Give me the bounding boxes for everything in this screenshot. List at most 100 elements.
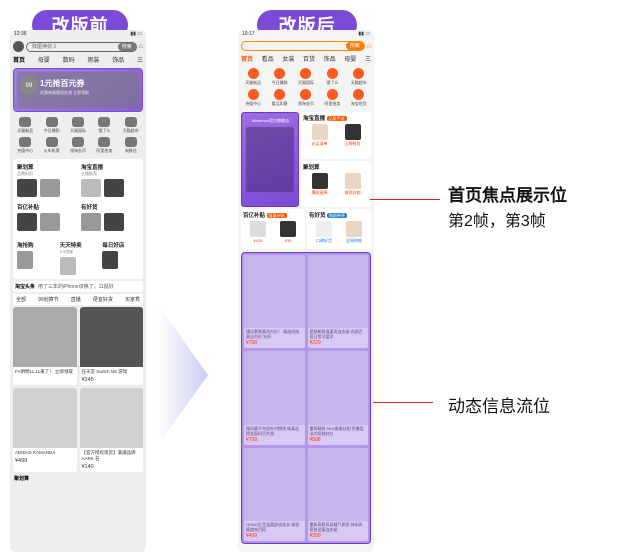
channel-item[interactable]: 天猫国际	[65, 117, 91, 134]
feed-price: ¥798	[246, 340, 258, 347]
search-input[interactable]: 搜索	[241, 41, 365, 51]
feed-tab[interactable]: 便宜好货	[92, 297, 113, 303]
item-label: 爆款直降	[311, 189, 328, 195]
tab-general[interactable]: 百货	[302, 57, 315, 63]
side-card[interactable]: 淘宝直播 品质严选 必买清单 正牌鞋包	[301, 112, 371, 159]
tab-muying[interactable]: 母婴	[344, 57, 357, 63]
side-item[interactable]: ¥39	[280, 221, 296, 243]
focus-banner[interactable]: lululemon官方旗舰店	[241, 112, 299, 207]
feed-card[interactable]: 重新高质风尚精气质家 休闲风套装显瘦连衣裙¥399	[307, 447, 368, 541]
side-card[interactable]: 百亿补贴 限量补贴 ¥439 ¥39	[241, 209, 305, 249]
promo-card[interactable]: 有好货	[79, 201, 141, 237]
channel-item[interactable]: 充值中心	[240, 89, 266, 107]
feed-card[interactable]: 【官方授权现货】满满品牌AARK 石 ¥140	[79, 388, 143, 472]
feed-card[interactable]: ADIDAS KAMANDA ¥499	[13, 388, 77, 472]
channel-icon	[124, 137, 137, 147]
tab-accessories[interactable]: 饰品	[112, 58, 125, 64]
promo-card[interactable]: 淘宝直播 主播推荐	[79, 161, 141, 199]
product-thumb	[17, 213, 37, 231]
search-input[interactable]: 阵厘神剑 2 搜索	[26, 41, 137, 52]
side-item[interactable]: ¥439	[250, 221, 266, 243]
search-button[interactable]: 搜索	[117, 42, 136, 51]
tab-kanpin[interactable]: 看品	[261, 57, 274, 63]
channel-item[interactable]: 领淘金币	[65, 137, 91, 154]
channel-item[interactable]: 天猫超市	[118, 117, 144, 134]
channel-item[interactable]: 阿里拍卖	[91, 137, 117, 154]
feed-image	[307, 447, 368, 521]
tab-menswear[interactable]: 男装	[87, 58, 100, 64]
channel-item[interactable]: 阿里拍卖	[319, 89, 345, 107]
channel-item[interactable]: 淘宝吃货	[346, 89, 372, 107]
tab-womenswear[interactable]: 女装	[282, 57, 295, 63]
product-thumb	[59, 257, 76, 275]
feed-tab[interactable]: 全部	[16, 297, 27, 303]
promo-card[interactable]: 聚划算 品牌折扣	[15, 161, 77, 199]
feed-text: 【官方授权现货】满满品牌AARK 石	[81, 450, 136, 461]
channel-item[interactable]: 天猫新品	[12, 117, 38, 134]
tab-home[interactable]: 首页	[241, 57, 254, 63]
channel-icon	[98, 137, 111, 147]
channel-item[interactable]: 天猫超市	[346, 68, 372, 86]
feed-text: 重伴精致 50%桑蚕丝配 色叠层法式短袖衬衫	[309, 425, 364, 436]
tab-more[interactable]: 三	[364, 57, 371, 63]
channel-item[interactable]: 看品如意	[266, 89, 292, 107]
feed-tab[interactable]: 买家秀	[124, 297, 140, 303]
feed-text: 微风熏千鸟纹外衬棉线 纯真丝提花面料百合香	[246, 425, 300, 436]
promo-card[interactable]: 淘抢购	[15, 239, 56, 277]
feed-tab[interactable]: 直播	[70, 297, 81, 303]
side-item[interactable]: 爆款直降	[311, 172, 328, 196]
channel-label: 饿了么	[326, 80, 339, 85]
channel-item[interactable]: 今日爆款	[38, 117, 64, 134]
side-item[interactable]: 全网热推	[346, 221, 362, 244]
channel-item[interactable]: 今日爆款	[266, 68, 292, 86]
side-card-tag: 购前种草	[327, 213, 348, 218]
focus-banner[interactable]: 99 1元抢百元券 优惠券限量抢先领 立即领取	[13, 68, 143, 112]
promo-card[interactable]: 百亿补贴	[15, 201, 77, 237]
tab-accessories[interactable]: 饰品	[323, 57, 336, 63]
item-image	[311, 172, 328, 189]
feed-card[interactable]: 重伴精致 50%桑蚕丝配 色叠层法式短袖衬衫¥598	[307, 351, 368, 445]
tab-digital[interactable]: 数码	[62, 58, 75, 64]
channel-icon	[124, 117, 137, 127]
tab-more[interactable]: 三	[136, 58, 143, 64]
channel-item[interactable]: 饿了么	[91, 117, 117, 134]
channel-item[interactable]: 领淘金币	[293, 89, 319, 107]
feed-card[interactable]: FA明明11.11来了！ 立即领取	[13, 307, 77, 385]
promo-title: 每日好店	[102, 243, 125, 249]
channel-item[interactable]: 充值中心	[12, 137, 38, 154]
headline-bar[interactable]: 淘宝头条 用了三年的iPhone该换了，11挺好	[13, 281, 143, 292]
feed-card[interactable]: HONG红豆温柔舒适连衣 裙显瘦遮肉百搭¥499	[244, 447, 305, 541]
promo-card[interactable]: 天天特卖 9.9包邮	[57, 239, 99, 277]
side-card[interactable]: 有好货 购前种草 口碑好货 全网热推	[307, 209, 371, 249]
side-item[interactable]: 口碑好货	[316, 221, 332, 244]
channel-item[interactable]: 天猫国际	[293, 68, 319, 86]
tab-home[interactable]: 首页	[13, 58, 26, 64]
channel-item[interactable]: 天猫新品	[240, 68, 266, 86]
channel-icon	[326, 68, 338, 79]
channel-item[interactable]: 饿了么	[319, 68, 345, 86]
promo-card[interactable]: 每日好店	[100, 239, 141, 277]
feed-card[interactable]: 微风熏千鸟纹外衬棉线 纯真丝提花面料百合香¥798	[244, 351, 305, 445]
channel-icon	[71, 117, 84, 127]
camera-icon[interactable]: ⌂	[366, 42, 371, 50]
search-button[interactable]: 搜索	[345, 42, 364, 50]
side-item[interactable]: 正牌鞋包	[344, 124, 361, 147]
feed-card[interactable]: 镇店套装真丝衬衫！ 精选尚纯真丝衬衫 针织¥798	[244, 255, 305, 349]
product-thumb	[81, 179, 101, 197]
side-item[interactable]: 推荐好物	[344, 172, 361, 196]
channel-icon	[71, 137, 84, 147]
feed-card[interactable]: 夏装新款温柔风连衣裙 衣裙百搭日常可爱学¥229	[307, 255, 368, 349]
side-card[interactable]: 聚划算 爆款直降 推荐好物	[301, 160, 371, 207]
camera-icon[interactable]: ⌂	[138, 43, 143, 50]
channel-item[interactable]: 淘鲜达	[118, 137, 144, 154]
feed-tab[interactable]: 99划算节	[38, 297, 59, 303]
channel-icon	[326, 89, 338, 100]
focus-annotation-title: 首页焦点展示位	[448, 186, 567, 205]
tab-muying[interactable]: 母婴	[37, 58, 50, 64]
feed-text: ADIDAS KAMANDA	[15, 450, 56, 455]
feed-text: FA明明11.11来了！ 立即领取	[15, 369, 73, 374]
channel-item[interactable]: 火车机票	[38, 137, 64, 154]
feed-card[interactable]: 任天堂 Switch NS 游戏 ¥245	[79, 307, 143, 385]
channel-icon	[300, 89, 312, 100]
side-item[interactable]: 必买清单	[311, 124, 328, 147]
